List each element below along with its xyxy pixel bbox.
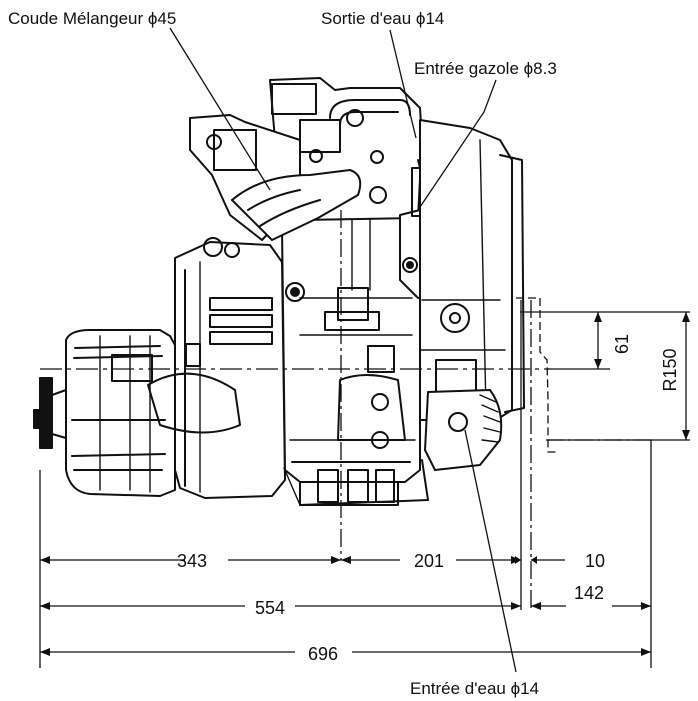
- timing-cover: [419, 119, 525, 421]
- vertical-dimensions: [594, 311, 690, 440]
- water-pump: [283, 389, 503, 506]
- horizontal-dimensions: [40, 556, 651, 656]
- dim-201: 201: [414, 551, 444, 571]
- dim-343: 343: [177, 551, 207, 571]
- engine-block: [281, 214, 421, 506]
- mixing-elbow: [189, 114, 362, 241]
- reference-lines: [39, 210, 690, 668]
- label-fuel-inlet: Entrée gazole ϕ8.3: [414, 59, 557, 78]
- output-flange: [33, 377, 67, 449]
- dim-61: 61: [612, 334, 632, 354]
- gearbox-housing: [65, 329, 176, 497]
- label-water-inlet: Entrée d'eau ϕ14: [410, 679, 539, 698]
- leader-fuel-inlet: [417, 79, 497, 211]
- dim-10: 10: [585, 551, 605, 571]
- label-water-outlet: Sortie d'eau ϕ14: [321, 9, 444, 28]
- engine-illustration: [33, 77, 525, 506]
- callout-leaders: [169, 27, 517, 673]
- dim-142: 142: [574, 583, 604, 603]
- flywheel-housing: [147, 237, 286, 499]
- leader-water-inlet: [464, 429, 517, 673]
- label-mixing-elbow: Coude Mélangeur ϕ45: [8, 9, 176, 28]
- dim-696: 696: [308, 644, 338, 664]
- dim-r150: R150: [660, 348, 680, 391]
- leader-mixing-elbow: [169, 27, 271, 191]
- dim-554: 554: [255, 598, 285, 618]
- leader-water-outlet: [389, 29, 417, 139]
